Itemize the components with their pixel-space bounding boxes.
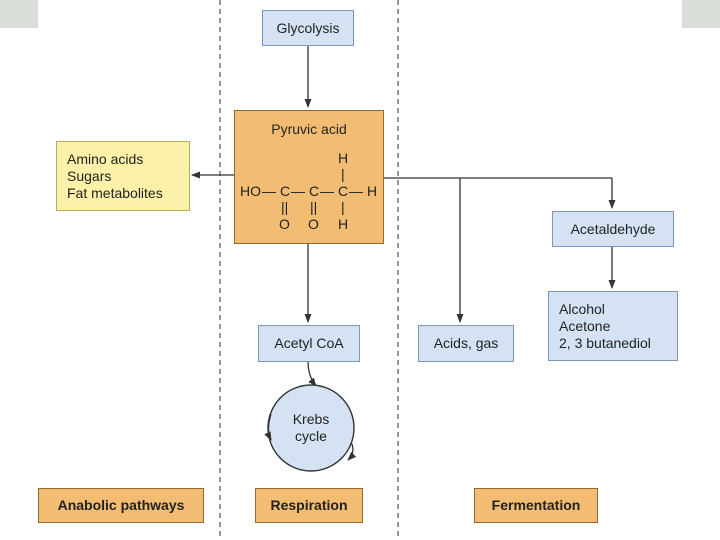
product-fat-metabolites: Fat metabolites bbox=[67, 184, 163, 201]
glycolysis-label: Glycolysis bbox=[276, 19, 340, 36]
anabolic-pathways-text: Anabolic pathways bbox=[57, 497, 185, 513]
krebs-line-2: cycle bbox=[295, 428, 327, 444]
struct-dash-1: — bbox=[262, 183, 276, 199]
pathway-label-respiration: Respiration bbox=[255, 488, 363, 523]
struct-o-1: O bbox=[279, 216, 290, 232]
pyruvic-acid-box: Pyruvic acid bbox=[234, 110, 384, 244]
corner-decoration-right bbox=[682, 0, 720, 28]
struct-c1: C bbox=[280, 183, 291, 199]
pathway-label-fermentation: Fermentation bbox=[474, 488, 598, 523]
struct-top-h: H bbox=[338, 150, 349, 166]
anabolic-products-box: Amino acids Sugars Fat metabolites bbox=[56, 141, 190, 211]
respiration-text: Respiration bbox=[270, 497, 348, 513]
struct-o-2: O bbox=[308, 216, 319, 232]
struct-double-bond-2: || bbox=[310, 199, 318, 215]
struct-bottom-h: H bbox=[338, 216, 349, 232]
fermentation-products-box: Alcohol Acetone 2, 3 butanediol bbox=[548, 291, 678, 361]
product-amino-acids: Amino acids bbox=[67, 150, 144, 167]
krebs-cycle-label: Krebs cycle bbox=[273, 388, 349, 468]
fermentation-text: Fermentation bbox=[491, 497, 581, 513]
product-alcohol: Alcohol bbox=[559, 300, 605, 317]
product-acetone: Acetone bbox=[559, 317, 611, 334]
krebs-cycle-arrow-left bbox=[264, 413, 272, 441]
krebs-cycle-arrow-right bbox=[347, 441, 357, 461]
struct-ho: HO bbox=[240, 183, 261, 199]
struct-double-bond-1: || bbox=[281, 199, 289, 215]
struct-dash-4: — bbox=[349, 183, 363, 199]
struct-bond-top: | bbox=[341, 166, 345, 182]
arrow-acetylcoa-to-krebs bbox=[307, 361, 317, 387]
struct-c2: C bbox=[309, 183, 320, 199]
acetaldehyde-box: Acetaldehyde bbox=[552, 211, 674, 247]
acetyl-coa-label: Acetyl CoA bbox=[274, 335, 344, 351]
corner-decoration-left bbox=[0, 0, 38, 28]
krebs-line-1: Krebs bbox=[292, 411, 330, 427]
acids-gas-box: Acids, gas bbox=[418, 325, 514, 362]
struct-right-h: H bbox=[367, 183, 378, 199]
struct-dash-2: — bbox=[291, 183, 305, 199]
acids-gas-label: Acids, gas bbox=[433, 335, 499, 351]
acetaldehyde-label: Acetaldehyde bbox=[570, 220, 656, 237]
acetyl-coa-box: Acetyl CoA bbox=[258, 325, 360, 362]
product-butanediol: 2, 3 butanediol bbox=[559, 334, 651, 351]
pyruvic-acid-title: Pyruvic acid bbox=[271, 121, 347, 137]
struct-c3: C bbox=[338, 183, 349, 199]
struct-dash-3: — bbox=[320, 183, 334, 199]
glycolysis-box: Glycolysis bbox=[262, 10, 354, 46]
pathway-label-anabolic: Anabolic pathways bbox=[38, 488, 204, 523]
product-sugars: Sugars bbox=[67, 167, 112, 184]
struct-bond-bottom: | bbox=[341, 199, 345, 215]
